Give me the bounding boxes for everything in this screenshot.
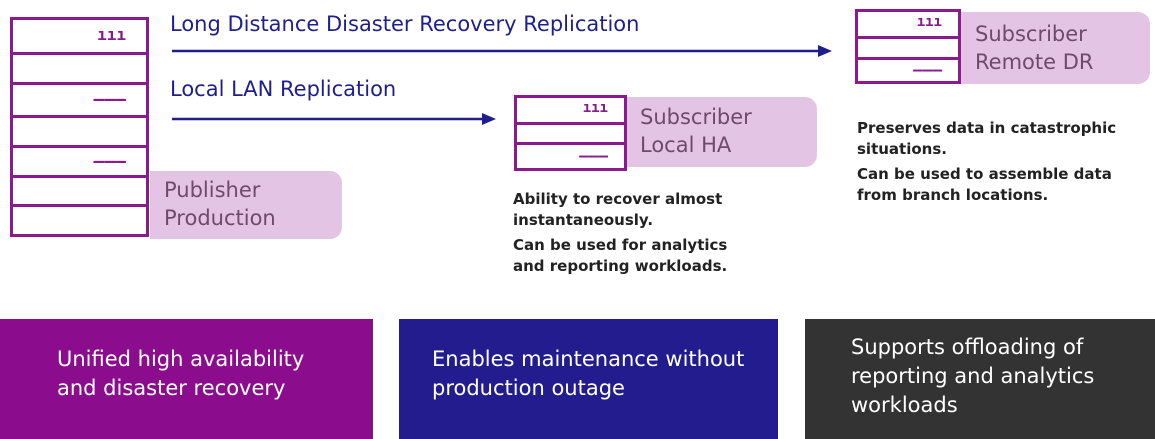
tile-maintenance-text: Enables maintenance without production o… <box>432 347 745 400</box>
publisher-label-box <box>150 171 342 239</box>
remote-dr-label-line2: Remote DR <box>975 50 1094 74</box>
tile-unified-ha-dr: Unified high availability and disaster r… <box>0 319 373 439</box>
tile-unified-ha-dr-text: Unified high availability and disaster r… <box>57 347 305 400</box>
remote-dr-desc-1: Preserves data in catastrophic situation… <box>857 119 1117 158</box>
remote-dr-description: Preserves data in catastrophic situation… <box>857 118 1152 206</box>
local-ha-label: Subscriber Local HA <box>640 103 752 159</box>
remote-dr-label-box <box>960 12 1150 84</box>
tile-offloading-text: Supports offloading of reporting and ana… <box>851 335 1095 417</box>
publisher-label: Publisher Production <box>164 176 276 232</box>
local-ha-label-box <box>625 97 817 167</box>
remote-replication-label: Long Distance Disaster Recovery Replicat… <box>170 12 640 36</box>
local-ha-desc-1: Ability to recover almost instantaneousl… <box>513 190 723 229</box>
remote-dr-label-line1: Subscriber <box>975 22 1087 46</box>
publisher-label-line2: Production <box>164 206 276 230</box>
local-ha-label-line2: Local HA <box>640 133 732 157</box>
remote-dr-label: Subscriber Remote DR <box>975 20 1093 76</box>
arrow-remote-dr-icon <box>172 45 832 57</box>
tile-offloading: Supports offloading of reporting and ana… <box>805 319 1155 439</box>
local-replication-label: Local LAN Replication <box>170 77 397 101</box>
remote-dr-desc-2: Can be used to assemble data from branch… <box>857 165 1112 204</box>
publisher-label-line1: Publisher <box>164 178 261 202</box>
local-ha-description: Ability to recover almost instantaneousl… <box>513 189 763 277</box>
local-ha-label-line1: Subscriber <box>640 105 752 129</box>
tile-maintenance: Enables maintenance without production o… <box>399 319 778 439</box>
arrow-local-ha-icon <box>172 113 496 125</box>
local-ha-desc-2: Can be used for analytics and reporting … <box>513 236 728 275</box>
